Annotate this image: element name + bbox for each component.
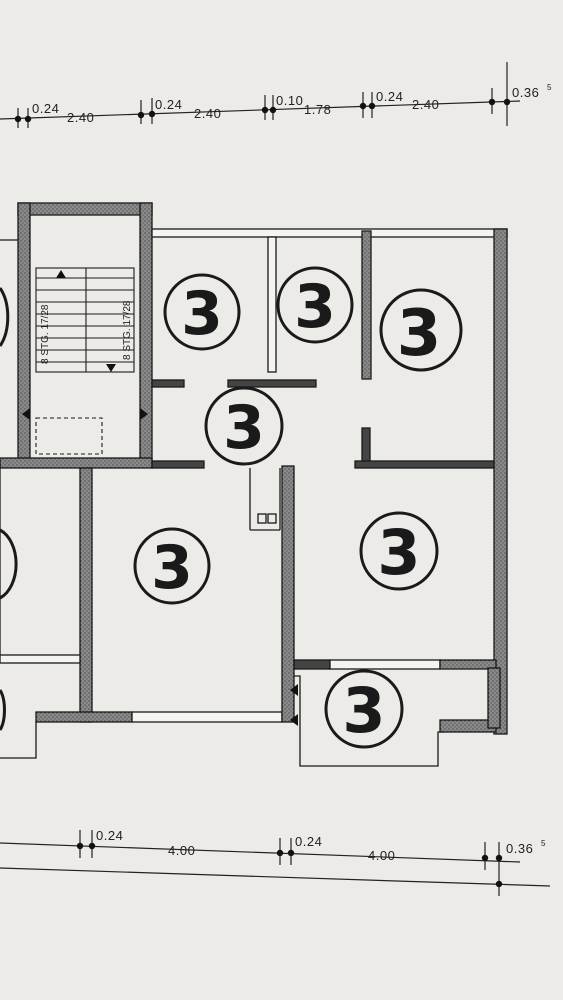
- room-numbers: 3 3 3 3 3 3 3: [151, 272, 441, 747]
- room-number: 3: [181, 279, 223, 349]
- top-dim-label: 0.10: [276, 93, 303, 108]
- partition-wall: [281, 465, 295, 723]
- room-marker-circle: [276, 266, 354, 344]
- top-outer-wall: [151, 228, 508, 238]
- hall-wall: [151, 379, 185, 388]
- partition-wall: [267, 236, 277, 373]
- room-marker-circle: [133, 527, 211, 605]
- bottom-dim-label: 0.24: [96, 828, 123, 843]
- stair-arrows: [22, 270, 148, 420]
- top-dimension-ticks: [14, 98, 511, 123]
- stair-label-right: 8 STG. 17/28: [122, 300, 133, 360]
- room-marker-partial: [0, 528, 18, 600]
- room-number: 3: [397, 297, 442, 371]
- top-dim-label: 1.78: [304, 102, 331, 117]
- bottom-dim-superscript: 5: [541, 839, 546, 848]
- partition-wall: [35, 711, 133, 723]
- stair-labels: 8 STG. 17/28 8 STG. 17/28: [40, 300, 133, 364]
- stair-label-left: 8 STG. 17/28: [40, 304, 51, 364]
- partition-wall: [439, 659, 497, 670]
- bottom-dimension-ticks: [76, 842, 503, 888]
- bottom-dimension-line: [0, 830, 551, 896]
- partition-wall: [293, 659, 331, 670]
- partition-wall: [329, 659, 441, 670]
- stairwell-left-wall: [17, 202, 31, 464]
- door-marks: [290, 684, 298, 726]
- partition-wall: [79, 467, 93, 723]
- walls: [0, 202, 508, 735]
- hall-wall: [361, 427, 371, 467]
- room-marker-partial: [0, 287, 10, 347]
- room-marker-circle: [163, 273, 241, 351]
- hall-wall: [354, 460, 495, 469]
- top-dim-superscript: 5: [547, 83, 552, 92]
- bottom-dim-label: 4.00: [368, 848, 395, 863]
- top-dim-label: 2.40: [67, 110, 94, 125]
- bottom-dimension-labels: 0.24 4.00 0.24 4.00 0.36 5: [96, 828, 546, 863]
- room-number: 3: [377, 516, 420, 589]
- outline-lines: [0, 239, 444, 767]
- room-number: 3: [223, 393, 265, 463]
- right-outer-wall: [493, 228, 508, 735]
- top-dim-label: 0.24: [155, 97, 182, 112]
- corridor-wall: [0, 457, 153, 469]
- staircase: [35, 267, 135, 455]
- room-marker-circle: [359, 511, 439, 591]
- room-marker-circle: [379, 288, 463, 372]
- stairwell-right-wall: [139, 202, 153, 464]
- room-number: 3: [294, 272, 336, 342]
- top-dim-label: 0.36: [512, 85, 539, 100]
- bottom-dim-label: 0.36: [506, 841, 533, 856]
- top-dim-label: 0.24: [376, 89, 403, 104]
- top-dim-label: 0.24: [32, 101, 59, 116]
- partition-wall: [131, 711, 283, 723]
- top-dim-label: 2.40: [412, 97, 439, 112]
- partition-wall: [0, 654, 81, 664]
- bottom-dim-label: 0.24: [295, 834, 322, 849]
- top-dimension-labels: 0.24 2.40 0.24 2.40 0.10 1.78 0.24 2.40 …: [32, 83, 552, 125]
- bottom-dim-label: 4.00: [168, 843, 195, 858]
- balcony-wall: [487, 667, 501, 729]
- room-number: 3: [342, 674, 385, 747]
- room-number: 3: [151, 533, 193, 603]
- room-marker-partial: [0, 689, 6, 731]
- room-marker-circle: [324, 669, 404, 749]
- partition-wall: [361, 230, 372, 380]
- hall-wall: [227, 379, 317, 388]
- hall-wall: [151, 460, 205, 469]
- top-dim-label: 2.40: [194, 106, 221, 121]
- room-marker-circle: [204, 386, 284, 466]
- room-markers: [0, 266, 463, 749]
- stairwell-top-wall: [17, 202, 153, 216]
